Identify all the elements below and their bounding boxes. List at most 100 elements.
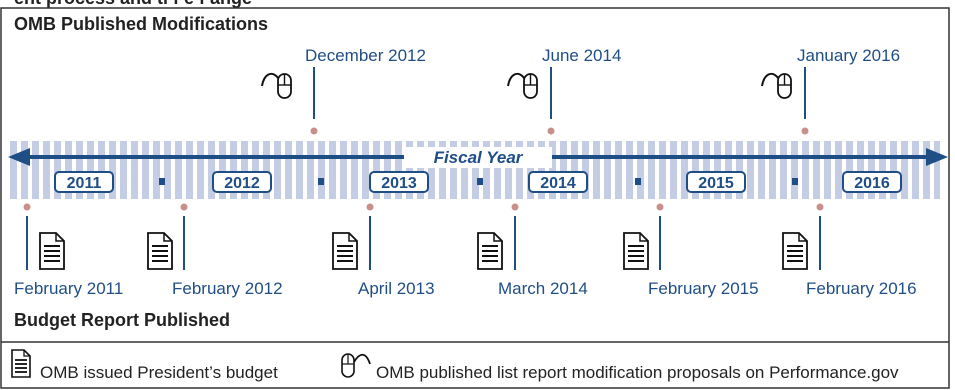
budget-report-marker: February 2016: [782, 203, 917, 298]
budget-report-marker: February 2012: [147, 203, 283, 298]
band-stripe: [820, 141, 824, 199]
band-stripe: [281, 141, 285, 199]
document-icon: [11, 349, 31, 378]
band-stripe: [259, 141, 263, 199]
band-stripe: [908, 141, 912, 199]
band-stripe: [666, 141, 670, 199]
band-stripe: [215, 141, 219, 199]
band-stripe: [622, 141, 626, 199]
year-label: 2015: [698, 175, 734, 192]
year-box-frame: [842, 171, 902, 193]
year-label: 2016: [854, 175, 890, 192]
band-stripe: [512, 141, 516, 199]
modification-marker: January 2016: [761, 46, 900, 135]
year-box: 2015: [686, 171, 746, 193]
mouse-pointer-icon: [261, 72, 292, 99]
band-stripe: [325, 141, 329, 199]
band-stripe: [314, 141, 318, 199]
year-separator: [635, 178, 641, 185]
band-stripe: [226, 141, 230, 199]
year-box: 2012: [212, 171, 272, 193]
modification-marker: June 2014: [507, 46, 621, 135]
band-stripe: [710, 141, 714, 199]
budget-report-date: February 2016: [806, 279, 917, 298]
marker-dot: [366, 203, 374, 211]
band-stripe: [138, 141, 142, 199]
band-stripe: [336, 141, 340, 199]
budget-report-marker: March 2014: [477, 203, 588, 298]
band-stripe: [160, 141, 164, 199]
year-separator: [792, 178, 798, 185]
cut-off-header: ent process and ti f e f ange: [14, 0, 252, 8]
band-stripe: [787, 141, 791, 199]
marker-dot: [656, 203, 664, 211]
year-box: 2016: [842, 171, 902, 193]
marker-dot: [180, 203, 188, 211]
band-stripe: [237, 141, 241, 199]
band-stripes: [17, 141, 934, 199]
budget-report-marker: April 2013: [332, 203, 435, 298]
band-stripe: [600, 141, 604, 199]
band-stripe: [424, 141, 428, 199]
bottom-section-title: Budget Report Published: [14, 310, 230, 330]
band-stripe: [655, 141, 659, 199]
year-label: 2012: [224, 175, 260, 192]
band-stripe: [391, 141, 395, 199]
band-stripe: [644, 141, 648, 199]
budget-report-date: February 2012: [172, 279, 283, 298]
band-stripe: [875, 141, 879, 199]
document-icon: [477, 232, 503, 270]
legend: OMB issued President’s budget OMB publis…: [11, 349, 899, 382]
band-stripe: [204, 141, 208, 199]
top-section-title: OMB Published Modifications: [14, 14, 268, 34]
band-stripe: [369, 141, 373, 199]
band-stripe: [886, 141, 890, 199]
band-stripe: [523, 141, 527, 199]
marker-dot: [547, 127, 555, 135]
year-box: 2011: [54, 171, 114, 193]
band-stripe: [534, 141, 538, 199]
band-stripe: [633, 141, 637, 199]
figure-frame: [0, 7, 950, 389]
budget-report-date: April 2013: [358, 279, 435, 298]
budget-report-date: February 2015: [648, 279, 759, 298]
legend-document-text: OMB issued President’s budget: [40, 363, 278, 382]
band-stripe: [589, 141, 593, 199]
arrow-head-right: [926, 148, 948, 166]
band-stripe: [358, 141, 362, 199]
band-stripe: [853, 141, 857, 199]
fiscal-year-label: Fiscal Year: [434, 148, 524, 167]
band-stripe: [116, 141, 120, 199]
band-stripe: [611, 141, 615, 199]
marker-dot: [23, 203, 31, 211]
year-box-frame: [528, 171, 588, 193]
band-stripe: [501, 141, 505, 199]
band-stripe: [743, 141, 747, 199]
year-box: 2014: [528, 171, 588, 193]
band-stripe: [809, 141, 813, 199]
band-stripe: [435, 141, 439, 199]
year-label: 2013: [381, 175, 417, 192]
marker-dot: [816, 203, 824, 211]
mouse-pointer-icon: [507, 72, 538, 99]
band-stripe: [919, 141, 923, 199]
document-icon: [147, 232, 173, 270]
band-stripe: [270, 141, 274, 199]
band-stripe: [732, 141, 736, 199]
band-stripe: [17, 141, 21, 199]
band-stripe: [39, 141, 43, 199]
arrow-head-left: [8, 148, 30, 166]
band-stripe: [490, 141, 494, 199]
year-separator: [159, 178, 165, 185]
fiscal-year-label-bg: [404, 147, 552, 168]
year-label: 2011: [67, 175, 102, 192]
band-stripe: [688, 141, 692, 199]
band-stripe: [721, 141, 725, 199]
year-box-frame: [54, 171, 114, 193]
budget-report-date: February 2011: [14, 279, 123, 298]
band-stripe: [578, 141, 582, 199]
band-stripe: [897, 141, 901, 199]
band-stripe: [127, 141, 131, 199]
